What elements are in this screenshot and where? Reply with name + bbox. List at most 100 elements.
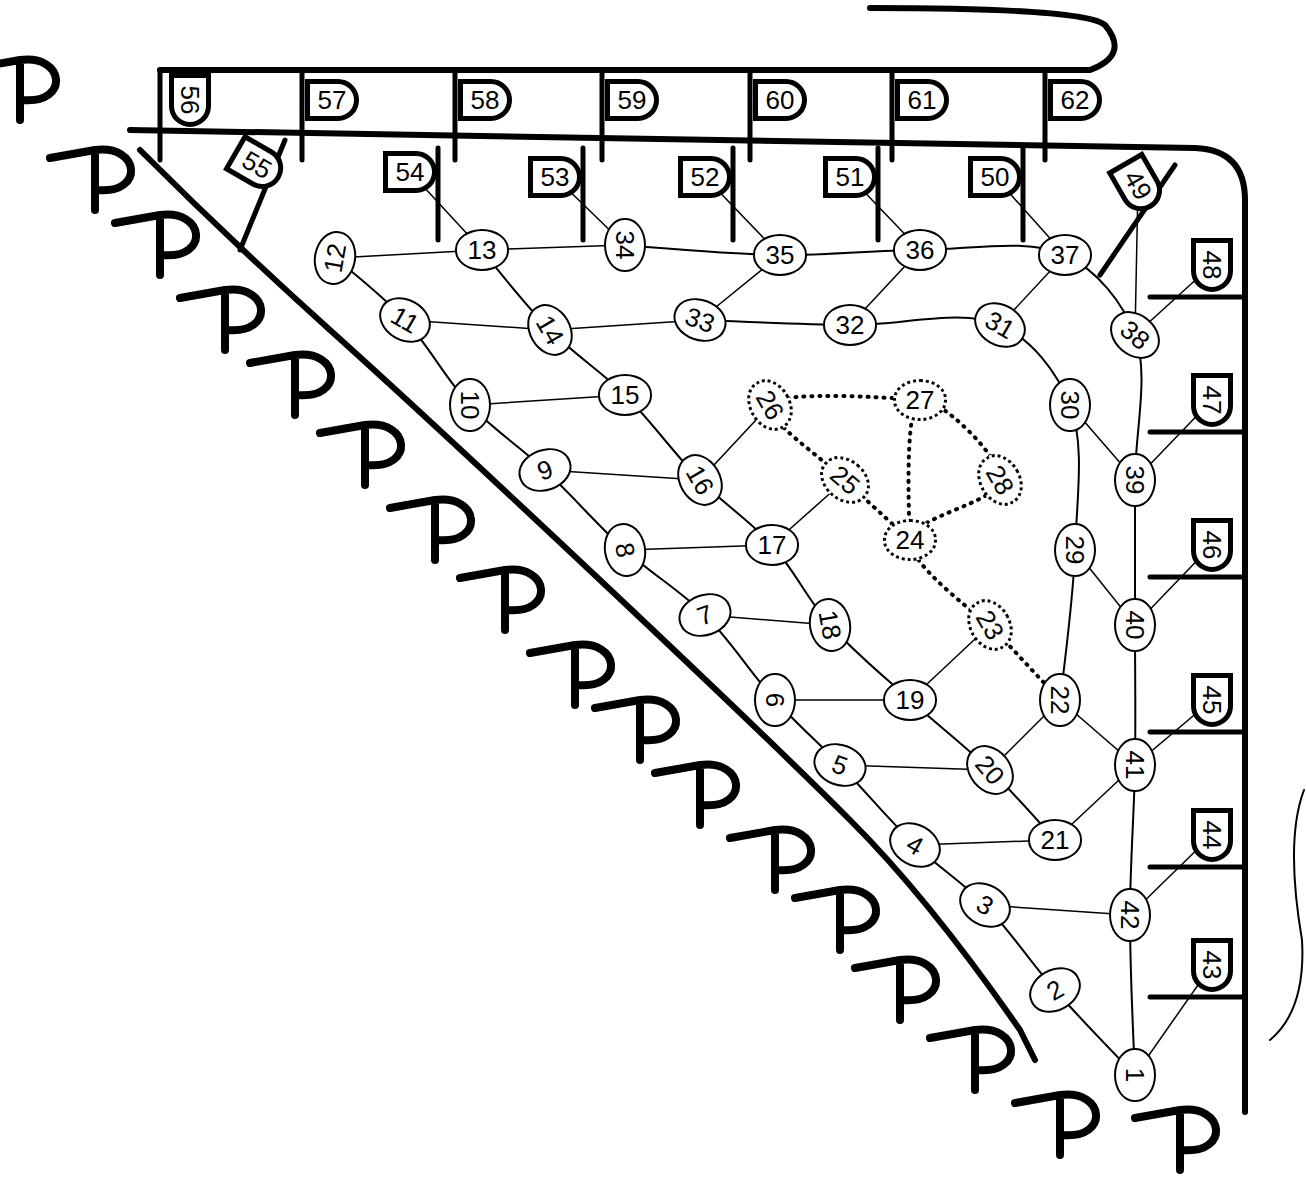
ring: 12 (310, 228, 361, 288)
ring-number: 12 (320, 242, 351, 275)
ring: 33 (667, 291, 732, 349)
ring: 43 (1191, 938, 1233, 992)
ring-number: 49 (1120, 166, 1157, 204)
ring: 37 (1038, 234, 1092, 276)
chain-line (700, 318, 1079, 700)
ring: 19 (883, 679, 937, 721)
ring: 58 (458, 79, 512, 121)
ring: 56 (169, 73, 211, 127)
ring: 60 (753, 79, 807, 121)
ring-number: 38 (1116, 316, 1155, 355)
ring-number: 29 (1062, 536, 1088, 565)
ring-stem (1150, 575, 1245, 580)
ring: 47 (1191, 373, 1233, 427)
ring: 53 (528, 156, 582, 198)
picot-symbol (115, 214, 196, 275)
ring-number: 51 (836, 164, 865, 190)
ring: 45 (1191, 673, 1233, 727)
ring: 24 (883, 519, 937, 561)
ring: 13 (455, 229, 509, 271)
ring: 55 (223, 133, 291, 196)
ring-number: 21 (1041, 827, 1070, 853)
ring-number: 5 (829, 750, 851, 779)
ring: 21 (1028, 819, 1082, 861)
ring-number: 61 (908, 87, 937, 113)
picot-symbol (855, 959, 936, 1020)
ring: 1 (1114, 1048, 1156, 1102)
ring: 22 (1039, 673, 1081, 727)
ring-stem (1150, 430, 1245, 435)
ring: 59 (605, 79, 659, 121)
ring-number: 47 (1199, 386, 1225, 415)
ring-number: 3 (972, 890, 998, 920)
ring-number: 19 (896, 687, 925, 713)
ring-number: 39 (1122, 466, 1148, 495)
ring-number: 16 (682, 461, 719, 499)
ring-number: 57 (318, 87, 347, 113)
ring-number: 53 (541, 164, 570, 190)
ring: 51 (823, 156, 877, 198)
ring-stem (731, 148, 736, 240)
picot-symbol (730, 829, 811, 890)
ring-stem (300, 70, 305, 160)
ring-stem (1150, 730, 1245, 735)
ring: 50 (968, 156, 1022, 198)
ring: 46 (1191, 518, 1233, 572)
border-line (130, 130, 1245, 1112)
ring-number: 60 (766, 87, 795, 113)
ring-number: 28 (982, 461, 1019, 499)
ring-stem (890, 70, 895, 160)
border-line (140, 150, 1035, 1060)
ring: 36 (893, 229, 947, 271)
ring: 18 (805, 595, 856, 655)
ring-number: 56 (177, 86, 203, 115)
ring-number: 8 (611, 541, 639, 560)
ring-number: 52 (691, 164, 720, 190)
ring-number: 26 (752, 386, 789, 424)
chain-line (625, 245, 1142, 1075)
ring-number: 24 (896, 527, 925, 553)
ring-stem (1150, 295, 1245, 300)
ring-number: 23 (972, 606, 1009, 644)
picot-symbol (50, 149, 131, 210)
border-line (160, 8, 1115, 70)
ring: 49 (1106, 151, 1169, 219)
ring-number: 62 (1061, 87, 1090, 113)
ring: 32 (823, 304, 877, 346)
ring-number: 14 (532, 311, 569, 349)
ring-number: 27 (906, 387, 935, 413)
ring-number: 35 (766, 242, 795, 268)
ring-number: 33 (682, 303, 718, 337)
ring-number: 31 (981, 307, 1019, 344)
ring: 31 (966, 293, 1034, 356)
ring-stem (600, 70, 605, 160)
ring-number: 34 (612, 231, 638, 260)
ring-stem (876, 148, 881, 240)
ring-number: 46 (1199, 531, 1225, 560)
picot-symbol (390, 499, 471, 560)
ring-number: 22 (1047, 686, 1073, 715)
ring-number: 2 (1042, 975, 1068, 1005)
ring: 52 (678, 156, 732, 198)
ring-number: 41 (1122, 751, 1148, 780)
ring: 38 (1101, 302, 1169, 369)
ring-number: 9 (534, 455, 556, 484)
ring-number: 11 (387, 302, 423, 338)
ring: 28 (968, 446, 1031, 514)
ring-number: 58 (471, 87, 500, 113)
ring: 8 (600, 520, 651, 580)
ring-stem (1043, 70, 1048, 160)
ring: 44 (1191, 808, 1233, 862)
ring-number: 59 (618, 87, 647, 113)
ring: 6 (754, 673, 796, 727)
ring-stem (453, 70, 458, 160)
ring: 15 (598, 374, 652, 416)
picot-symbol (1135, 1109, 1216, 1170)
ring-number: 6 (762, 693, 788, 707)
ring: 34 (604, 218, 646, 272)
ring: 30 (1049, 378, 1091, 432)
picot-symbol (595, 699, 676, 760)
ring-number: 15 (611, 382, 640, 408)
